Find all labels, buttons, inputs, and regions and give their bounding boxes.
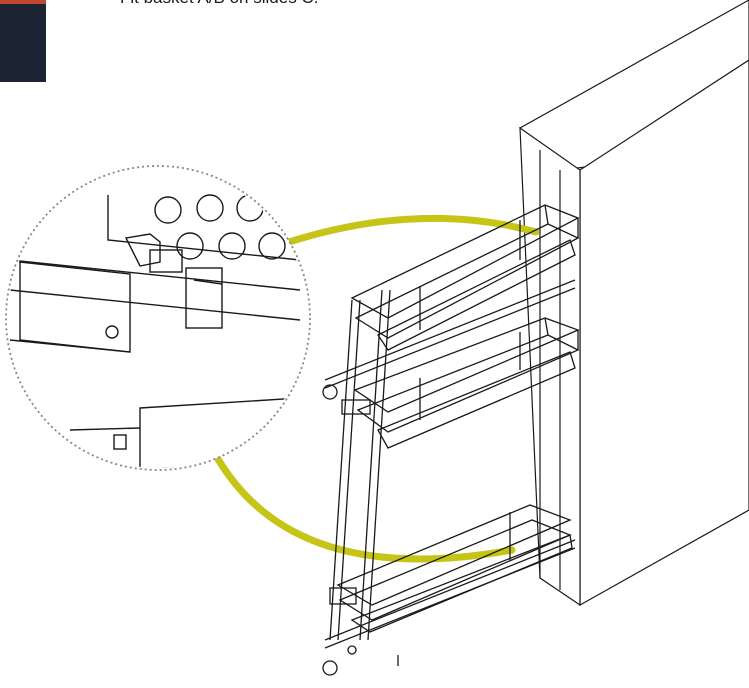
detail-magnifier-circle xyxy=(5,165,311,471)
pull-out-basket-drawing xyxy=(322,204,580,676)
step-badge-accent xyxy=(0,0,46,4)
callout-arc xyxy=(210,214,540,563)
step-badge xyxy=(0,0,46,82)
cabinet-side-panel xyxy=(519,0,749,607)
instruction-text: Fit basket A/B on slides C. xyxy=(120,0,318,8)
